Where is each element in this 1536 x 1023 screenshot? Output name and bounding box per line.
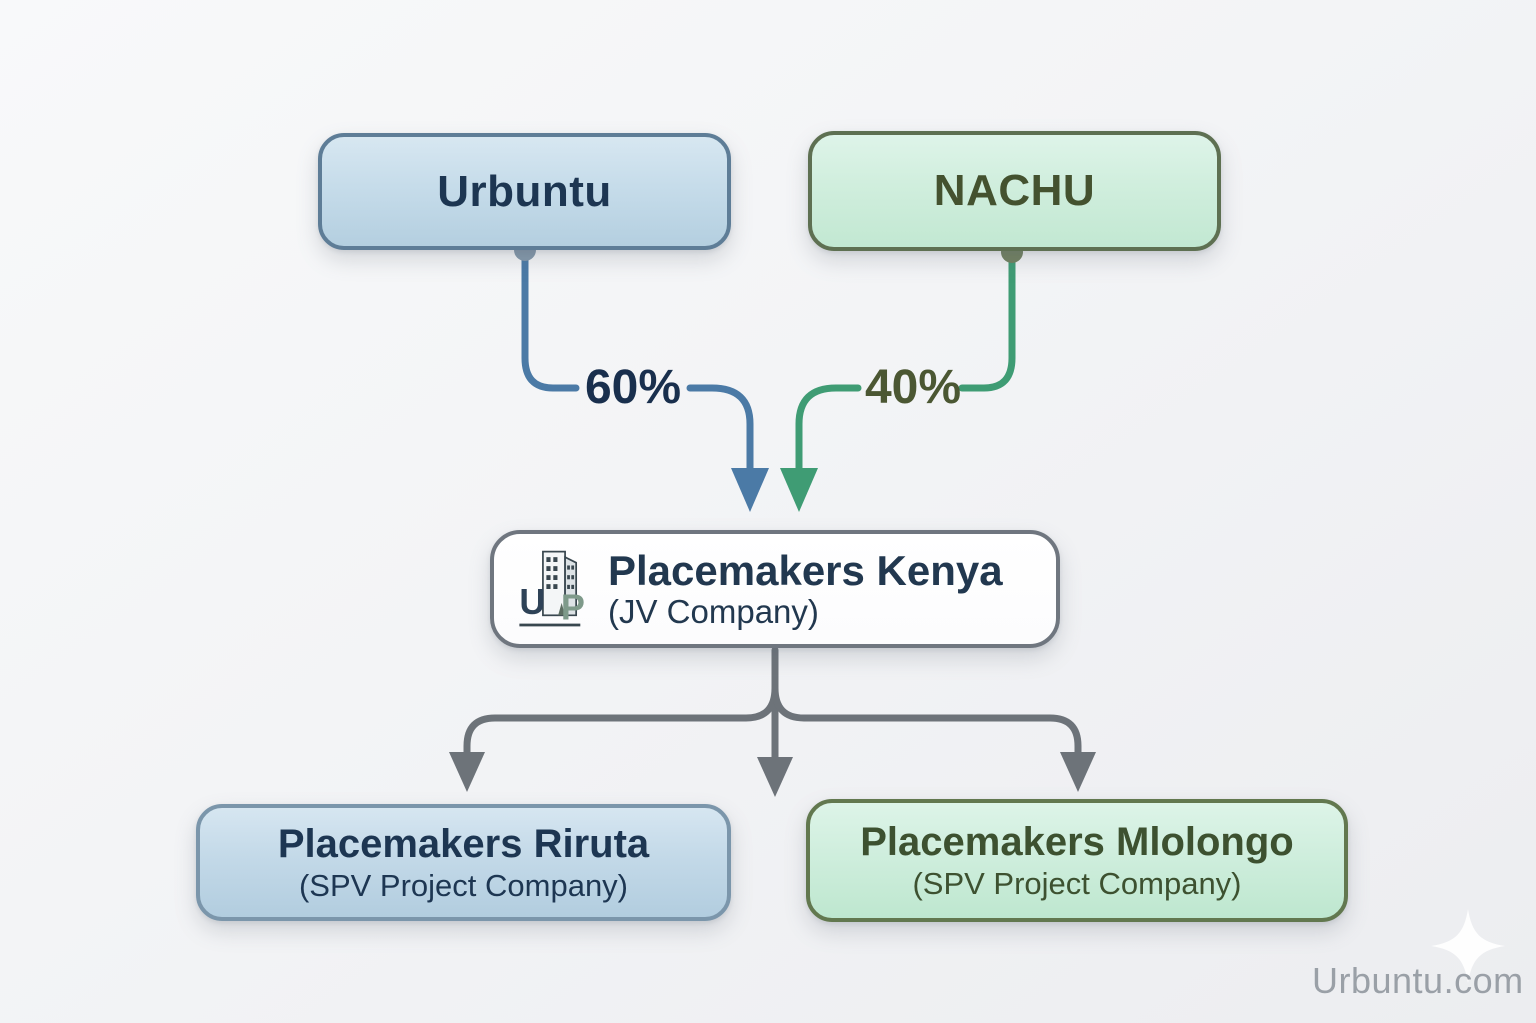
spv-mlolongo-name: Placemakers Mlolongo [860, 819, 1294, 864]
ownership-label-urbuntu: 60% [584, 361, 682, 414]
node-urbuntu: Urbuntu [318, 133, 731, 250]
jv-company-subtitle: (JV Company) [608, 593, 819, 631]
spv-riruta-subtitle: (SPV Project Company) [298, 867, 629, 903]
placemakers-logo-icon: U P [519, 550, 585, 627]
sparkle-icon [1430, 908, 1506, 984]
spv-right-arrowhead-icon [1060, 752, 1096, 792]
node-nachu-label: NACHU [933, 166, 1096, 215]
node-placemakers-riruta: Placemakers Riruta (SPV Project Company) [196, 804, 731, 921]
logo-letter-u: U [519, 581, 545, 622]
node-urbuntu-label: Urbuntu [437, 166, 612, 216]
spv-middle-arrowhead-icon [757, 757, 793, 797]
spv-left-arrowhead-icon [449, 752, 485, 792]
jv-company-name: Placemakers Kenya [608, 547, 1003, 594]
jv-branch-connector [463, 646, 1082, 762]
urbuntu-connector [521, 246, 754, 474]
urbuntu-arrowhead-icon [731, 468, 769, 512]
node-nachu: NACHU [808, 131, 1221, 251]
node-placemakers-kenya: U P Placemakers Kenya (JV Company) [490, 530, 1060, 648]
ownership-label-nachu: 40% [864, 361, 962, 414]
watermark-text: Urbuntu.com [1312, 960, 1524, 1001]
nachu-connector [795, 248, 1016, 474]
spv-mlolongo-subtitle: (SPV Project Company) [912, 865, 1242, 901]
logo-letter-p: P [561, 586, 585, 627]
spv-riruta-name: Placemakers Riruta [277, 821, 650, 866]
nachu-arrowhead-icon [780, 468, 818, 512]
node-placemakers-mlolongo: Placemakers Mlolongo (SPV Project Compan… [806, 799, 1348, 922]
